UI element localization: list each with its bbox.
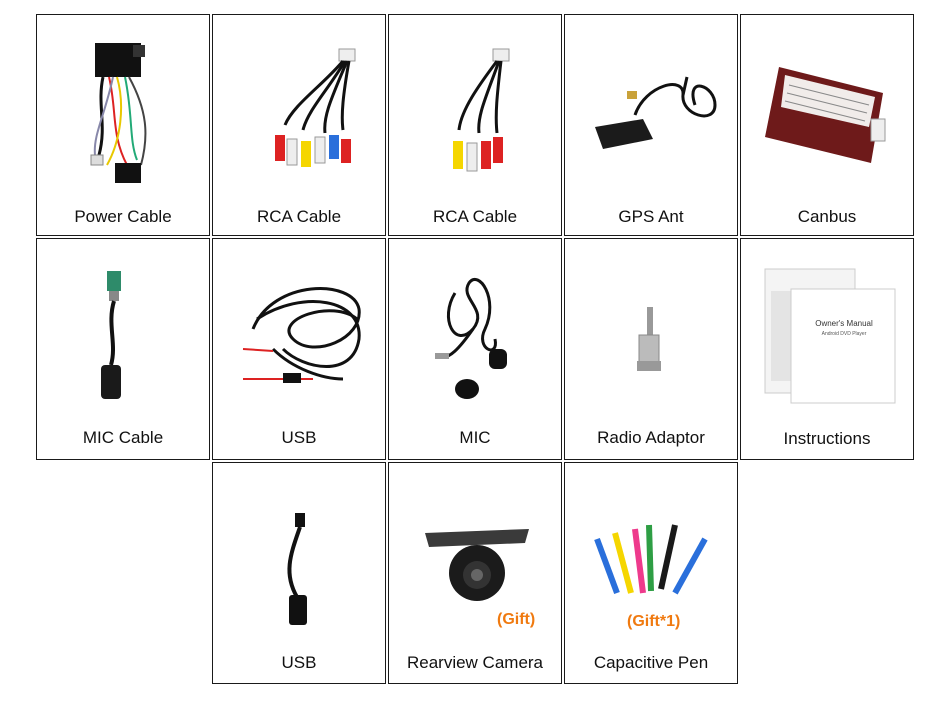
item-label: RCA Cable bbox=[432, 207, 518, 226]
manual-icon bbox=[764, 268, 896, 404]
item-label: Power Cable bbox=[74, 207, 172, 226]
item-rca-cable: RCA Cable bbox=[212, 14, 386, 236]
rca-cable-icon bbox=[453, 48, 510, 172]
usb-cable-icon bbox=[242, 287, 361, 383]
canbus-box-icon bbox=[765, 67, 886, 163]
item-radio-adaptor: Radio Adaptor bbox=[564, 238, 738, 460]
item-canbus: Canbus bbox=[740, 14, 914, 236]
item-label: Instructions bbox=[783, 429, 871, 448]
gift-note: (Gift*1) bbox=[627, 613, 681, 630]
rearview-camera-icon bbox=[425, 529, 529, 601]
item-usb: USB bbox=[212, 238, 386, 460]
item-usb-2: USB bbox=[212, 462, 386, 684]
item-label: Canbus bbox=[797, 207, 857, 226]
usb-otg-cable-icon bbox=[287, 513, 307, 625]
item-rearview-camera: (Gift) Rearview Camera bbox=[388, 462, 562, 684]
item-power-cable: Power Cable bbox=[36, 14, 210, 236]
manual-title: Owner's Manual bbox=[815, 319, 873, 328]
manual-subtitle: Android DVD Player bbox=[821, 331, 867, 337]
item-label: MIC Cable bbox=[82, 428, 164, 447]
gift-note: (Gift) bbox=[497, 611, 536, 628]
gps-antenna-icon bbox=[595, 76, 717, 149]
rca-cable-icon bbox=[275, 48, 356, 167]
mic-cable-icon bbox=[101, 271, 121, 399]
item-label: Rearview Camera bbox=[406, 653, 544, 672]
radio-adaptor-icon bbox=[637, 307, 661, 371]
item-rca-cable-2: RCA Cable bbox=[388, 14, 562, 236]
item-label: MIC bbox=[459, 428, 491, 447]
item-label: GPS Ant bbox=[618, 207, 684, 226]
item-instructions: Owner's Manual Android DVD Player Instru… bbox=[740, 238, 914, 460]
item-label: USB bbox=[281, 653, 317, 672]
stylus-pens-icon bbox=[594, 524, 708, 595]
item-label: RCA Cable bbox=[256, 207, 342, 226]
item-mic: MIC bbox=[388, 238, 562, 460]
item-label: Radio Adaptor bbox=[597, 428, 705, 447]
power-cable-icon bbox=[90, 43, 147, 183]
item-mic-cable: MIC Cable bbox=[36, 238, 210, 460]
microphone-icon bbox=[435, 278, 507, 399]
item-label: USB bbox=[281, 428, 317, 447]
item-capacitive-pen: (Gift*1) Capacitive Pen bbox=[564, 462, 738, 684]
item-gps-ant: GPS Ant bbox=[564, 14, 738, 236]
item-label: Capacitive Pen bbox=[593, 653, 709, 672]
